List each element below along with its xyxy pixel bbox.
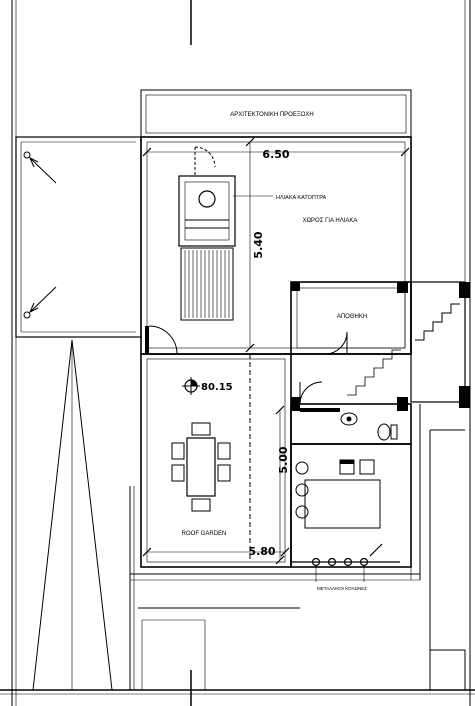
storage-inner	[296, 287, 406, 349]
wash-basin	[340, 412, 358, 426]
post-2	[397, 282, 408, 293]
post-6	[459, 386, 470, 408]
dim-bottom-height: 5.00	[277, 446, 290, 473]
overhang-inner	[145, 94, 407, 134]
converters-label: ΜΕΤΑΛΛΙΚΟΙ ΚΟΛΩΝΕΣ	[317, 586, 367, 591]
storage-door-arc	[324, 331, 348, 355]
door-arc-left	[148, 325, 178, 355]
chair-right-2	[217, 464, 231, 482]
solar-room-inner	[146, 141, 406, 349]
dim-bottom-width: 5.80	[248, 545, 275, 558]
stool-3	[295, 505, 309, 519]
solar-door-arc	[194, 146, 216, 168]
stool-2	[295, 483, 309, 497]
chair-right-1	[217, 442, 231, 460]
stove-top	[340, 460, 354, 464]
chair-left-1	[171, 442, 185, 460]
dim-top-width: 6.50	[262, 148, 289, 161]
wc-wall-slab	[300, 408, 340, 412]
level-value: 80.15	[201, 382, 233, 393]
chair-top	[191, 422, 211, 436]
site-corner-block	[429, 649, 466, 691]
level-mark-fill	[190, 379, 198, 387]
stair-steps-lower	[347, 349, 401, 396]
post-4	[291, 397, 300, 411]
post-3	[459, 282, 470, 298]
staircase-outline	[410, 281, 466, 403]
stool-1	[295, 461, 309, 475]
chair-bottom	[191, 498, 211, 512]
overhang-label: ΑΡΧΙΤΕΚΤΟΝΙΚΗ ΠΡΟΕΞΟΧΗ	[230, 112, 313, 118]
basin-drain	[346, 416, 352, 422]
solar-tank-circle	[198, 190, 216, 208]
solar-collector-fins	[184, 250, 230, 318]
post-1	[291, 282, 300, 291]
arrow-top-head	[28, 156, 39, 168]
chair-left-2	[171, 464, 185, 482]
stair-steps-upper	[415, 303, 460, 341]
roof-garden-label: ROOF GARDEN	[182, 531, 227, 537]
solar-panel-frame	[178, 175, 236, 247]
arrow-top-line	[29, 157, 57, 184]
sink	[359, 459, 375, 475]
metal-column-2	[327, 557, 337, 567]
toilet-tank	[390, 424, 398, 440]
roof-garden-inner	[146, 358, 286, 563]
solar-space-label: ΧΩΡΟΣ ΓΙΑ ΗΛΙΑΚΑ	[303, 218, 358, 224]
toilet-bowl	[377, 423, 391, 441]
dim-top-height: 5.40	[252, 231, 265, 258]
dining-table	[186, 437, 216, 497]
solar-collector-frame	[180, 247, 234, 321]
metal-column-1	[311, 557, 321, 567]
arrow-origin-bottom	[23, 311, 31, 319]
storage-label: ΑΠΟΘΗΚΗ	[337, 314, 367, 320]
solar-panel-inner	[184, 181, 230, 241]
post-5	[397, 397, 408, 411]
solar-mirror-label: ΗΛΙΑΚΑ ΚΑΤΟΠΤΡΑ	[276, 195, 326, 201]
arrow-bottom-head	[28, 302, 39, 314]
roof-slope-triangle	[32, 339, 113, 691]
arrow-bottom-line	[29, 286, 57, 313]
metal-column-4	[359, 557, 369, 567]
metal-column-3	[343, 557, 353, 567]
kitchen-island	[304, 479, 381, 529]
arrow-origin-top	[23, 151, 31, 159]
arrow-marks	[23, 151, 57, 319]
wc-door-arc	[299, 381, 323, 405]
